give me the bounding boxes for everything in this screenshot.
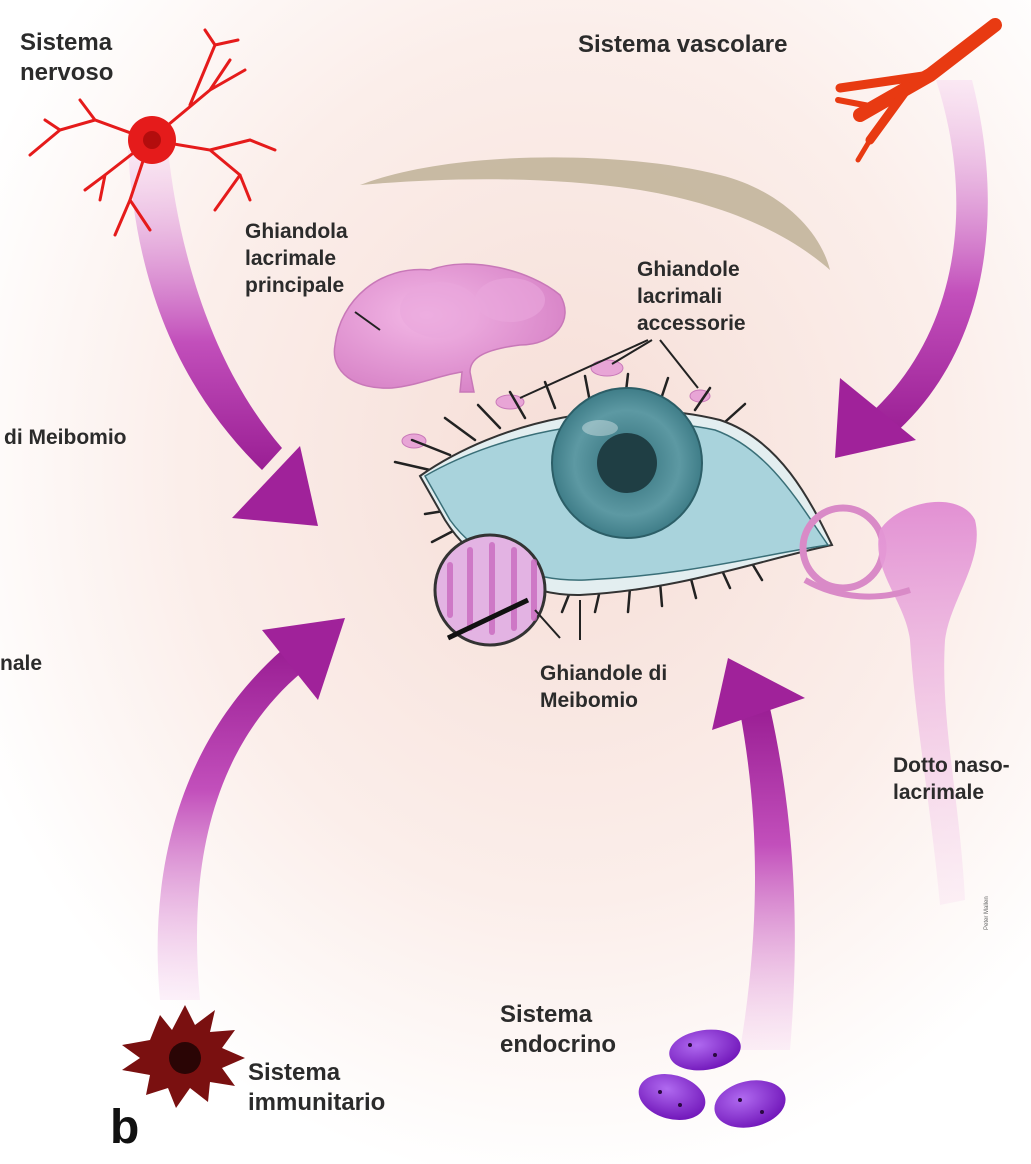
label-lacrimal-cropped: nale	[0, 650, 42, 677]
label-immune-system: Sistema immunitario	[248, 1058, 385, 1118]
label-accessory-lacrimal-glands: Ghiandole lacrimali accessorie	[637, 256, 746, 337]
artist-credit: Peter Mallen	[984, 896, 990, 930]
label-meibomian-cropped: di Meibomio	[4, 424, 127, 451]
label-main-lacrimal-gland: Ghiandola lacrimale principale	[245, 218, 348, 299]
meibomian-magnifier	[435, 535, 545, 645]
label-vascular-system: Sistema vascolare	[578, 30, 787, 60]
label-endocrine-system: Sistema endocrino	[500, 1000, 616, 1060]
label-nervous-system: Sistema nervoso	[20, 28, 113, 88]
pupil	[597, 433, 657, 493]
label-nasolacrimal-duct: Dotto naso- lacrimale	[893, 752, 1010, 806]
panel-letter: b	[110, 1100, 139, 1155]
label-meibomian-glands: Ghiandole di Meibomio	[540, 660, 667, 714]
